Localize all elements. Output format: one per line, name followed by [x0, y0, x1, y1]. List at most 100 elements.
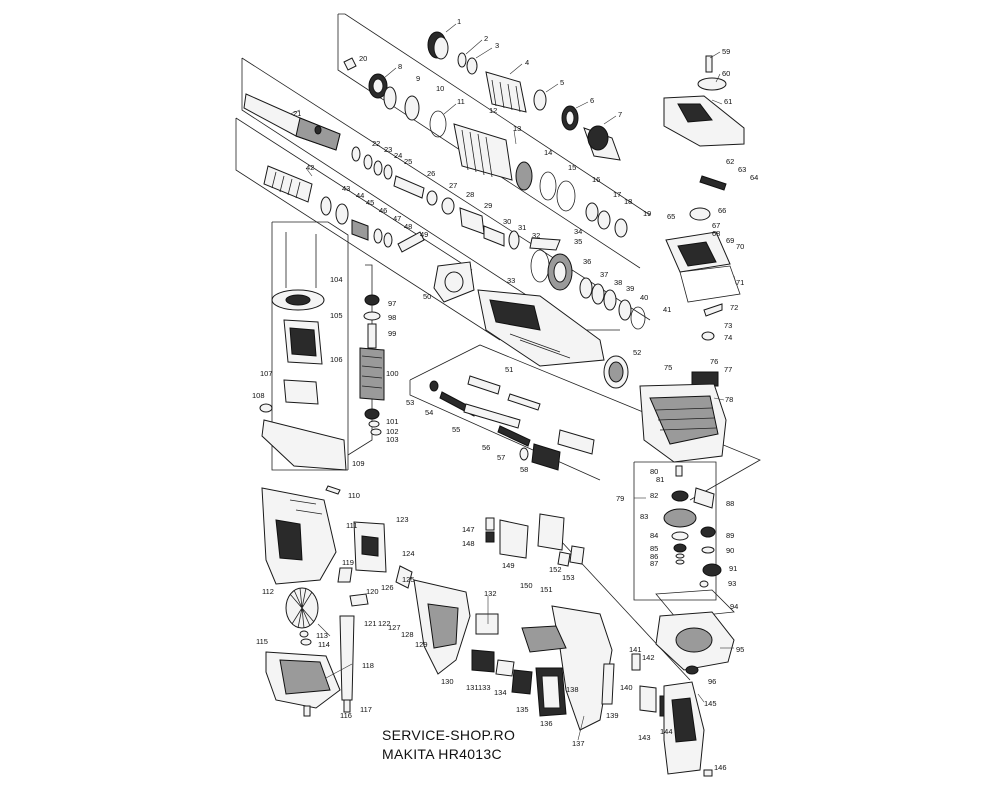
part-91-bearing [702, 563, 722, 577]
part-133-cap [471, 649, 495, 673]
callout-66: 66 [718, 206, 726, 215]
part-97-bearing [364, 294, 380, 306]
callout-1: 1 [457, 17, 461, 26]
callout-49: 49 [420, 230, 428, 239]
part-38-ring [591, 283, 605, 305]
part-119-lever [337, 567, 353, 583]
callout-121: 121 [364, 619, 377, 628]
part-85-ring [673, 543, 687, 553]
part-group-lower-left [261, 485, 355, 717]
callout-53: 53 [406, 398, 414, 407]
part-49-link [397, 231, 425, 253]
callout-6: 6 [590, 96, 594, 105]
part-group-brushes [485, 513, 585, 567]
callout-128: 128 [401, 630, 414, 639]
callout-21: 21 [293, 109, 301, 118]
callout-126: 126 [381, 583, 394, 592]
callout-82: 82 [650, 491, 658, 500]
callout-104: 104 [330, 275, 343, 284]
part-77-cap [691, 371, 719, 387]
callout-74: 74 [724, 333, 732, 342]
callout-3: 3 [495, 41, 499, 50]
callout-111: 111 [346, 521, 357, 530]
callout-93: 93 [728, 579, 736, 588]
part-87-ring [675, 559, 685, 565]
part-117-rod [343, 699, 351, 713]
callout-43: 43 [342, 184, 350, 193]
callout-79: 79 [616, 494, 624, 503]
part-17-ring [585, 202, 599, 222]
callout-75: 75 [664, 363, 672, 372]
part-86-ring [675, 553, 685, 559]
callout-115: 115 [256, 637, 268, 646]
part-63-lever [699, 175, 727, 191]
part-37-ring [579, 277, 593, 299]
callout-56: 56 [482, 443, 490, 452]
part-125-lever [395, 565, 413, 589]
callout-153: 153 [562, 573, 575, 582]
part-18-ring [597, 210, 611, 230]
callout-2: 2 [484, 34, 488, 43]
part-120-plate [349, 593, 369, 607]
part-28-washer [441, 197, 455, 215]
callout-131: 131 [466, 683, 479, 692]
callout-30: 30 [503, 217, 511, 226]
callout-8: 8 [398, 62, 402, 71]
callout-71: 71 [736, 278, 744, 287]
part-33-ring [530, 249, 550, 283]
callout-138: 138 [566, 685, 579, 694]
callout-54: 54 [425, 408, 433, 417]
callout-24: 24 [394, 151, 402, 160]
callout-26: 26 [427, 169, 435, 178]
part-57-ring [519, 447, 529, 461]
callout-100: 100 [386, 369, 399, 378]
part-31-ring [508, 230, 520, 250]
callout-103: 103 [386, 435, 399, 444]
callout-101: 101 [386, 417, 399, 426]
callout-86: 86 [650, 552, 658, 561]
part-group-switch [337, 521, 567, 717]
callout-33: 33 [507, 276, 515, 285]
callout-145: 145 [704, 699, 717, 708]
part-139-lever [601, 663, 615, 705]
guide-frames [235, 13, 761, 681]
part-27-washer [426, 190, 438, 206]
part-94-gasket [655, 589, 735, 619]
callout-118: 118 [362, 661, 374, 670]
callout-130: 130 [441, 677, 454, 686]
callout-5: 5 [560, 78, 564, 87]
callout-107: 107 [260, 369, 273, 378]
callout-69: 69 [726, 236, 734, 245]
part-10-ring [404, 95, 420, 121]
callout-94: 94 [730, 602, 738, 611]
part-32-plate [529, 237, 561, 251]
callout-78: 78 [725, 395, 733, 404]
part-41-ring [630, 306, 646, 330]
part-group-handle [521, 605, 713, 777]
part-26-pin [393, 175, 425, 199]
callout-61: 61 [724, 97, 732, 106]
part-5-ring [533, 89, 547, 111]
callout-132: 132 [484, 589, 497, 598]
callout-4: 4 [525, 58, 529, 67]
part-152-spring [557, 551, 571, 567]
part-15-ring [539, 171, 557, 201]
callout-142: 142 [642, 653, 655, 662]
callout-29: 29 [484, 201, 492, 210]
callout-22: 22 [372, 139, 380, 148]
callout-102: 102 [386, 427, 399, 436]
callout-137: 137 [572, 739, 585, 748]
callout-34: 34 [574, 227, 582, 236]
part-60-ring [697, 77, 727, 91]
part-104-bolt [285, 232, 317, 288]
callout-11: 11 [457, 97, 465, 106]
part-53-ring [429, 380, 439, 392]
callout-51: 51 [505, 365, 513, 374]
callout-19: 19 [643, 209, 651, 218]
model-caption: MAKITA HR4013C [382, 746, 502, 762]
callout-108: 108 [252, 391, 265, 400]
part-16-ring [556, 180, 576, 212]
callout-148: 148 [462, 539, 475, 548]
part-2-ring [457, 52, 467, 68]
